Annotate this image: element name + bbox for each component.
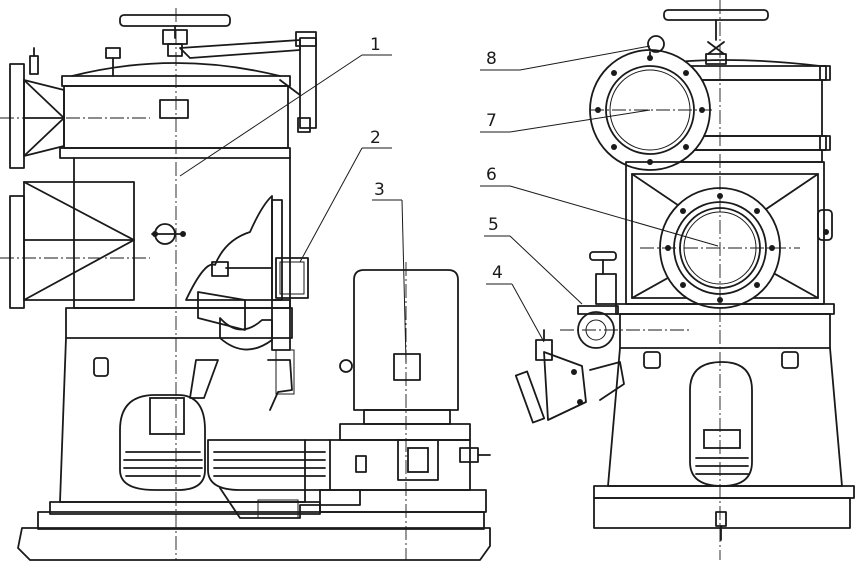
- cutaway-section: [185, 195, 309, 411]
- flange-upper: [589, 35, 711, 171]
- valve-5: [577, 251, 619, 349]
- callout-1: 1: [179, 35, 392, 177]
- motor: [319, 269, 491, 513]
- callout-2: 2: [299, 128, 392, 263]
- callout-7: 7: [480, 109, 651, 133]
- callout-2-label: 2: [370, 128, 381, 148]
- callout-6: 6: [480, 165, 719, 247]
- upper-chamber: [9, 63, 291, 169]
- ground-base: [17, 511, 491, 561]
- callout-3-label: 3: [374, 180, 385, 200]
- side-lower-housing: [593, 303, 855, 541]
- callout-6-label: 6: [486, 165, 497, 185]
- callout-8-label: 8: [486, 49, 497, 69]
- valve-4: [514, 329, 625, 424]
- callouts: 1 2 3 8 7 6: [179, 35, 719, 363]
- lower-base: [49, 307, 361, 519]
- front-view: [0, 8, 491, 561]
- side-handwheel: [663, 9, 769, 65]
- handwheel: [119, 14, 231, 57]
- callout-5-label: 5: [488, 215, 499, 235]
- callout-1-label: 1: [370, 35, 381, 55]
- callout-3: 3: [372, 180, 407, 363]
- side-view: [514, 0, 855, 560]
- callout-7-label: 7: [486, 111, 497, 131]
- callout-4: 4: [486, 263, 545, 343]
- disc-stack-right: [213, 451, 326, 477]
- bracket-arm: [179, 31, 317, 133]
- callout-4-label: 4: [492, 263, 503, 283]
- callout-8: 8: [480, 45, 651, 71]
- callout-5: 5: [484, 215, 583, 305]
- disc-stack-left: [123, 451, 203, 477]
